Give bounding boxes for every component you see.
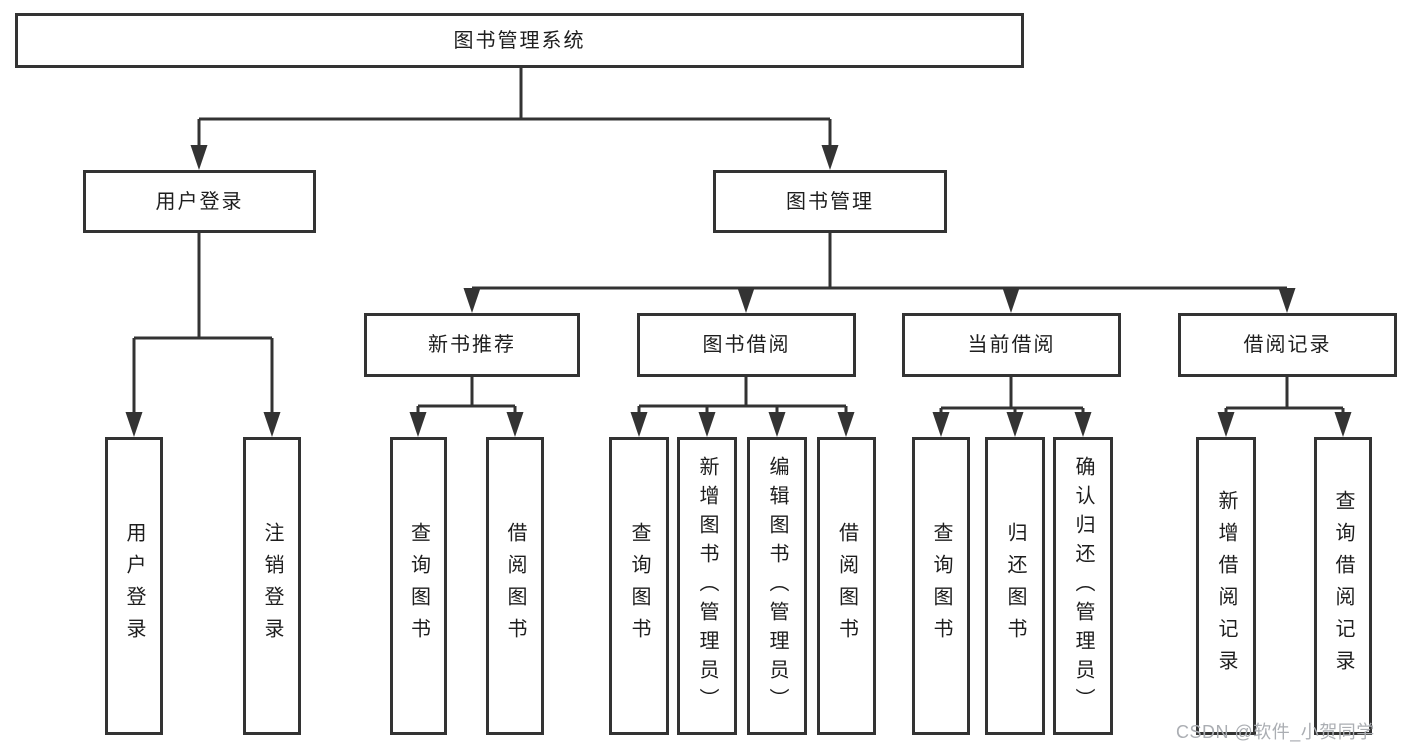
node-current-borrow-label: 当前借阅 [967, 334, 1056, 356]
node-root: 图书管理系统 [15, 13, 1024, 68]
node-current-borrow: 当前借阅 [902, 313, 1121, 377]
leaf-user-login: 用户登录 [105, 437, 163, 735]
leaf-query-books-borrow: 查询图书 [609, 437, 669, 735]
leaf-query-books-borrow-label: 查询图书 [628, 522, 650, 650]
leaf-add-borrow-record: 新增借阅记录 [1196, 437, 1256, 735]
connector-root-to-level2 [197, 68, 832, 150]
connector-borrow-records-to-leaves [1224, 377, 1345, 417]
connector-book-borrow-to-leaves [637, 377, 848, 417]
csdn-watermark: CSDN @软件_小贺同学 [1176, 722, 1375, 742]
connector-book-management-to-level3 [470, 233, 1289, 295]
node-borrow-records-label: 借阅记录 [1243, 334, 1332, 356]
node-new-book-recommend: 新书推荐 [364, 313, 580, 377]
connector-current-borrow-to-leaves [939, 377, 1085, 417]
leaf-confirm-return-admin-label: 确认归还（管理员） [1072, 455, 1094, 717]
leaf-confirm-return-admin: 确认归还（管理员） [1053, 437, 1113, 735]
leaf-logout-login: 注销登录 [243, 437, 301, 735]
arrowheads [125, 145, 1352, 437]
connector-user-login-to-leaves [132, 233, 274, 417]
node-book-management-label: 图书管理 [786, 190, 874, 213]
node-new-book-recommend-label: 新书推荐 [428, 334, 516, 356]
leaf-query-books-current: 查询图书 [912, 437, 970, 735]
leaf-edit-books-admin-label: 编辑图书（管理员） [766, 455, 788, 717]
node-user-login-label: 用户登录 [155, 190, 244, 213]
leaf-query-books-new: 查询图书 [390, 437, 447, 735]
leaf-query-books-new-label: 查询图书 [407, 522, 430, 650]
leaf-borrow-books-borrow: 借阅图书 [817, 437, 876, 735]
leaf-borrow-books-new: 借阅图书 [486, 437, 544, 735]
leaf-return-books-label: 归还图书 [1004, 522, 1026, 650]
leaf-user-login-label: 用户登录 [123, 522, 145, 650]
leaf-add-books-admin-label: 新增图书（管理员） [696, 455, 718, 717]
leaf-add-borrow-record-label: 新增借阅记录 [1215, 490, 1237, 682]
node-book-borrow-label: 图书借阅 [702, 334, 791, 356]
node-root-label: 图书管理系统 [453, 29, 586, 52]
leaf-logout-login-label: 注销登录 [261, 522, 283, 650]
leaf-add-books-admin: 新增图书（管理员） [677, 437, 737, 735]
connector-new-books-to-leaves [416, 377, 517, 417]
leaf-borrow-books-new-label: 借阅图书 [504, 522, 526, 650]
node-book-management: 图书管理 [713, 170, 947, 233]
node-book-borrow: 图书借阅 [637, 313, 856, 377]
leaf-query-books-current-label: 查询图书 [930, 522, 952, 650]
leaf-edit-books-admin: 编辑图书（管理员） [747, 437, 807, 735]
node-user-login: 用户登录 [83, 170, 316, 233]
leaf-query-borrow-record: 查询借阅记录 [1314, 437, 1372, 735]
leaf-query-borrow-record-label: 查询借阅记录 [1332, 490, 1354, 682]
node-borrow-records: 借阅记录 [1178, 313, 1397, 377]
leaf-borrow-books-borrow-label: 借阅图书 [835, 522, 858, 650]
leaf-return-books: 归还图书 [985, 437, 1045, 735]
